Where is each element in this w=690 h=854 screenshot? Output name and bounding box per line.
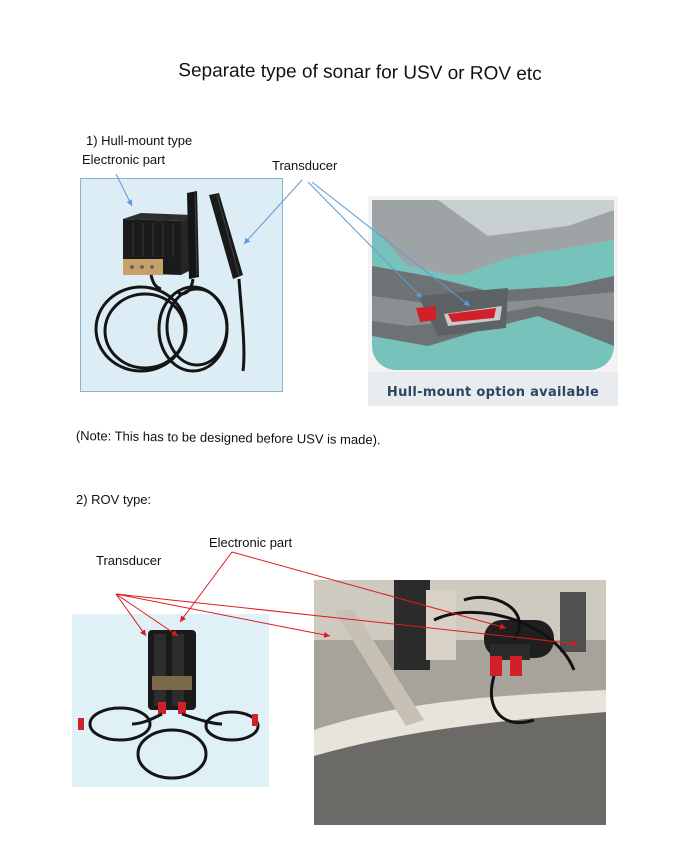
design-note: (Note: This has to be designed before US…: [75, 428, 381, 448]
rov-product-photo: [72, 614, 269, 787]
rov-install-photo: [314, 580, 606, 825]
connector-left: [78, 718, 84, 730]
hull-render-caption: Hull-mount option available: [386, 385, 600, 400]
connector-right: [252, 714, 258, 726]
electronic-part-label-1: Electronic part: [82, 152, 166, 167]
hull-mount-product-photo: [80, 178, 283, 392]
transducer-bars: [187, 191, 243, 279]
section-1-heading: 1) Hull-mount type: [86, 133, 193, 148]
cable-coils: [94, 274, 246, 373]
electronics-box: [123, 213, 193, 275]
page-title: Separate type of sonar for USV or ROV et…: [178, 60, 542, 85]
transducer-label-1: Transducer: [272, 158, 338, 173]
electronic-part-label-2: Electronic part: [209, 535, 293, 550]
rov-cables: [88, 706, 260, 780]
section-2-heading: 2) ROV type:: [76, 492, 152, 507]
rov-transducer-body: [148, 630, 196, 714]
hull-render-image: Hull-mount option available: [368, 196, 618, 406]
transducer-label-2: Transducer: [96, 553, 162, 568]
